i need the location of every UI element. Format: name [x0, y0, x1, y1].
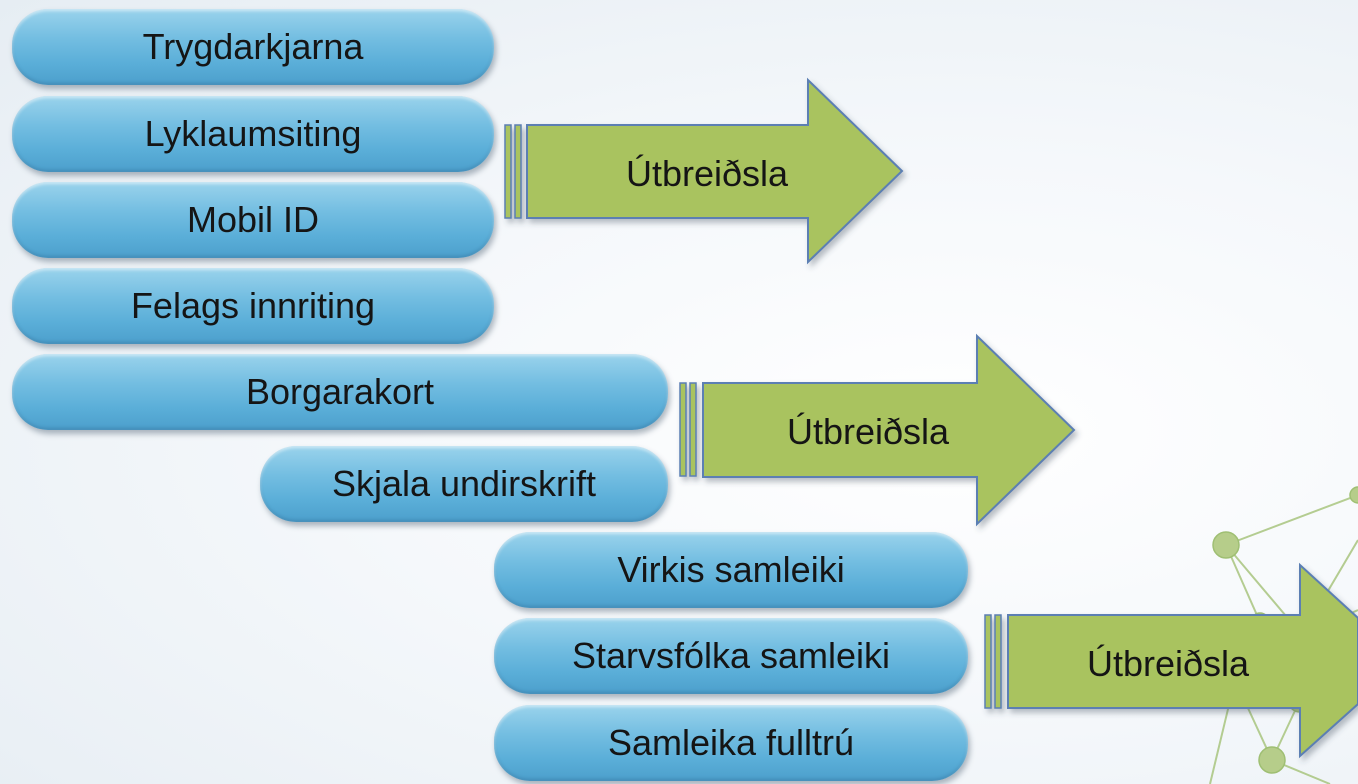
item-label: Skjala undirskrift [331, 463, 597, 504]
item-felags-innriting: Felags innriting [12, 268, 494, 344]
item-label: Felags innriting [130, 285, 376, 326]
item-trygdarkjarna: Trygdarkjarna [12, 9, 494, 85]
item-starvsfolka-samleiki: Starvsfólka samleiki [494, 618, 968, 694]
item-borgarakort: Borgarakort [12, 354, 668, 430]
item-label: Borgarakort [245, 371, 435, 412]
item-mobil-id: Mobil ID [12, 182, 494, 258]
arrow-1 [504, 77, 904, 265]
arrow-2 [679, 333, 1076, 527]
item-label: Starvsfólka samleiki [571, 635, 891, 676]
item-skjala-undirskrift: Skjala undirskrift [260, 446, 668, 522]
arrow-3-label: Útbreiðsla [1087, 643, 1250, 684]
item-label: Trygdarkjarna [142, 26, 364, 67]
item-label: Virkis samleiki [617, 549, 845, 590]
arrow-1-label: Útbreiðsla [626, 153, 789, 194]
arrow-3 [984, 562, 1358, 759]
item-label: Lyklaumsiting [144, 113, 362, 154]
item-virkis-samleiki: Virkis samleiki [494, 532, 968, 608]
item-label: Mobil ID [186, 199, 320, 240]
item-lyklaumsiting: Lyklaumsiting [12, 96, 494, 172]
arrow-2-label: Útbreiðsla [787, 411, 950, 452]
item-label: Samleika fulltrú [607, 722, 855, 763]
item-samleika-fulltru: Samleika fulltrú [494, 705, 968, 781]
